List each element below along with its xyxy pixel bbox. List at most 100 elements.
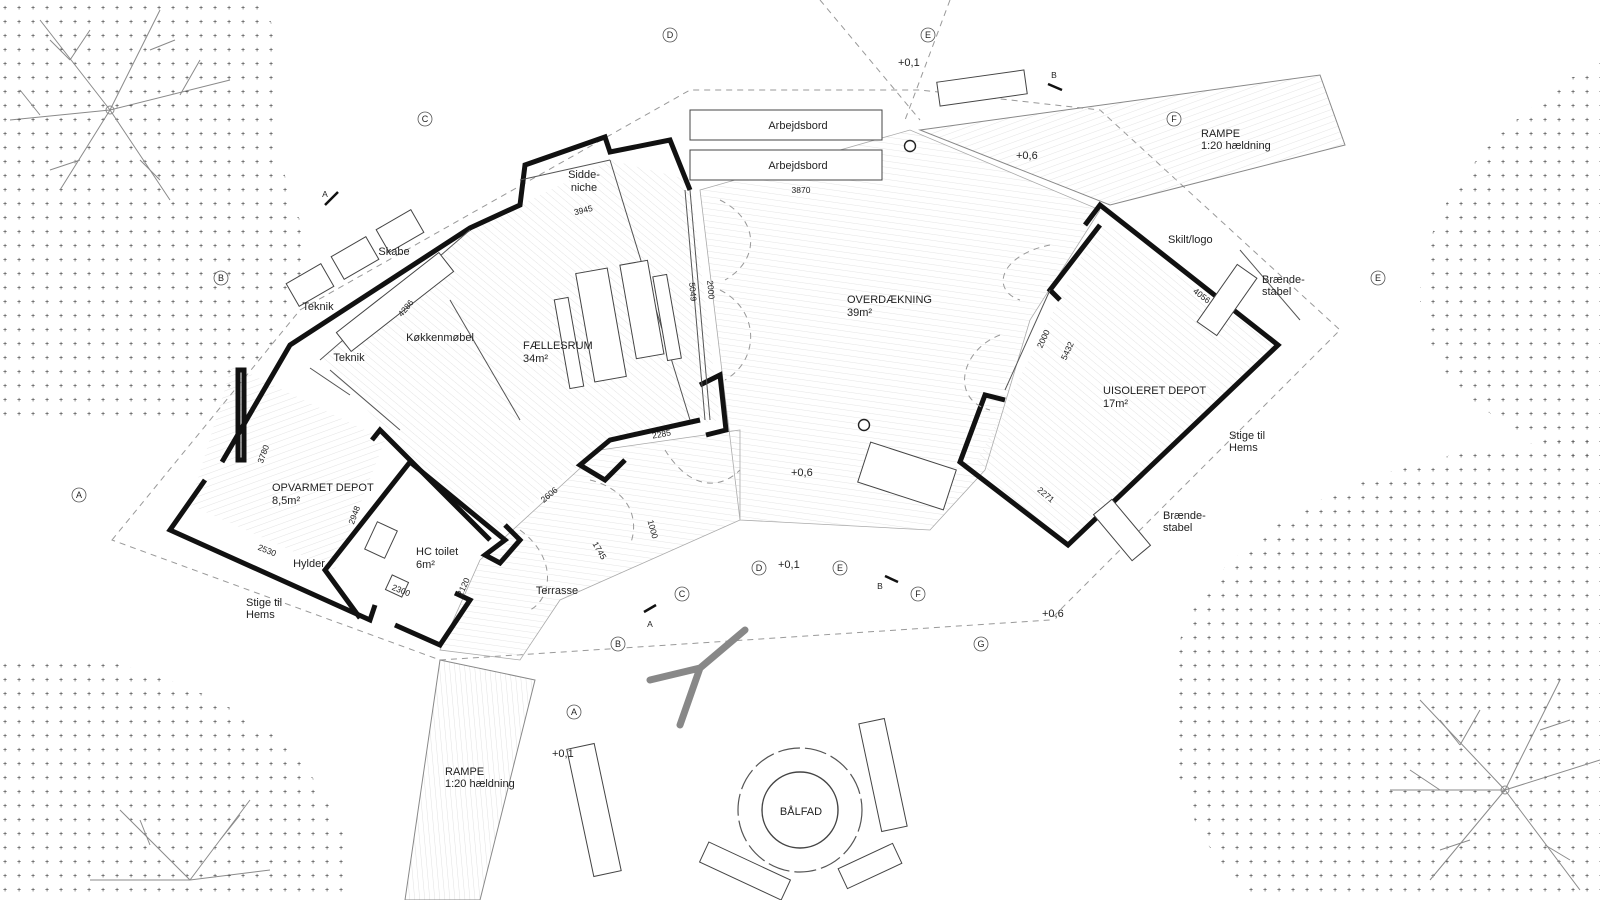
label-stige-hems-left-1: Stige til (246, 597, 282, 609)
svg-text:G: G (977, 639, 984, 649)
svg-text:E: E (1375, 273, 1381, 283)
svg-text:A: A (76, 490, 82, 500)
columns (857, 139, 917, 432)
fire-bench-3 (698, 841, 792, 900)
label-braende-1a: Brænde- (1262, 274, 1305, 286)
level-label-5: +0,6 (1042, 608, 1064, 620)
dim-2000-a: 2000 (705, 280, 717, 300)
tree-sw (90, 799, 271, 881)
walls (166, 133, 1282, 649)
dining-table-2 (619, 259, 665, 360)
label-overdaekning: OVERDÆKNING (847, 294, 932, 306)
grid-marker-d-1: D (662, 27, 678, 43)
label-stige-hems-right-1: Stige til (1229, 430, 1265, 442)
grid-marker-f-1: F (1166, 111, 1182, 127)
label-baalfad: BÅLFAD (780, 805, 822, 818)
dim-3870: 3870 (792, 185, 811, 195)
depot-floor (975, 220, 1275, 545)
cabinet-1 (285, 263, 335, 307)
svg-text:A: A (647, 619, 653, 629)
label-rampe-ne-slope: 1:20 hældning (1201, 140, 1271, 152)
bench-1 (553, 296, 585, 390)
grid-marker-f-2: F (910, 586, 926, 602)
label-hylder: Hylder (293, 558, 325, 570)
cabinet-3 (375, 209, 425, 253)
dim-1000: 1000 (646, 519, 661, 540)
svg-text:B: B (615, 639, 621, 649)
svg-text:B: B (1051, 70, 1057, 80)
grid-marker-c-1: C (417, 111, 433, 127)
grid-marker-b-2: B (610, 636, 626, 652)
level-label-4: +0,1 (778, 559, 800, 571)
level-label-6: +0,1 (552, 748, 574, 760)
cover-bench (857, 441, 957, 511)
grid-marker-b-1: B (213, 270, 229, 286)
label-terrasse: Terrasse (536, 585, 578, 597)
svg-text:A: A (322, 189, 328, 199)
grid-markers: A A B B C C D D E E E F F G (71, 27, 1386, 720)
section-marker-a-2: A (643, 603, 657, 629)
room-labels: Arbejdsbord Arbejdsbord Sidde- niche Ska… (246, 120, 1305, 818)
label-hc-toilet: HC toilet (416, 546, 458, 558)
tree-nw (9, 9, 231, 201)
grid-marker-a-1: A (71, 487, 87, 503)
svg-text:C: C (679, 589, 686, 599)
label-braende-2b: stabel (1163, 522, 1192, 534)
cabinet-2 (330, 236, 380, 280)
woodpile-1 (1196, 263, 1258, 337)
furniture (285, 69, 1258, 900)
svg-text:B: B (877, 581, 883, 591)
dim-2530: 2530 (256, 542, 278, 558)
dim-5049: 5049 (687, 282, 699, 302)
fire-bench-1 (566, 742, 622, 878)
kitchen-unit (335, 251, 455, 353)
section-marker-b-2: B (877, 574, 899, 591)
label-skabe: Skabe (378, 246, 409, 258)
woodpile-2 (1092, 498, 1152, 562)
tree-drawings (9, 9, 1600, 891)
label-faellesrum-area: 34m² (523, 353, 548, 365)
label-rampe-sw-slope: 1:20 hældning (445, 778, 515, 790)
level-label-3: +0,6 (791, 467, 813, 479)
label-koekkenmoebel: Køkkenmøbel (406, 332, 474, 344)
grid-marker-a-2: A (566, 704, 582, 720)
grid-marker-e-3: E (1370, 270, 1386, 286)
svg-text:B: B (218, 273, 224, 283)
label-teknik-1: Teknik (302, 301, 334, 313)
svg-text:A: A (571, 707, 577, 717)
label-arbejdsbord-2: Arbejdsbord (768, 160, 827, 172)
terrace-deck (439, 429, 741, 661)
dim-2285: 2285 (651, 427, 672, 440)
label-braende-1b: stabel (1262, 286, 1291, 298)
grid-marker-e-1: E (920, 27, 936, 43)
deck-surfaces (190, 129, 1275, 661)
label-rampe-sw: RAMPE (445, 766, 484, 778)
svg-text:E: E (925, 30, 931, 40)
label-stige-hems-right-2: Hems (1229, 442, 1258, 454)
ramp-south-west (404, 659, 536, 900)
label-siddeniche-1: Sidde- (568, 169, 600, 181)
ramps (404, 74, 1346, 900)
tree-se (1390, 679, 1600, 891)
fire-bench-4 (837, 842, 903, 890)
label-siddeniche-2: niche (571, 182, 597, 194)
toilet-fixture (364, 521, 398, 559)
grid-marker-c-2: C (674, 586, 690, 602)
sink (384, 574, 410, 598)
label-overdaekning-area: 39m² (847, 307, 872, 319)
section-marker-b-1: B (1047, 70, 1063, 92)
ramp-north-east (918, 74, 1346, 206)
section-markers: A A B B (322, 70, 1063, 629)
fire-pit (737, 747, 863, 873)
grid-marker-d-2: D (751, 560, 767, 576)
bench-ne (936, 69, 1028, 107)
label-arbejdsbord-1: Arbejdsbord (768, 120, 827, 132)
faellesrum-floor (320, 160, 720, 540)
label-uisoleret-area: 17m² (1103, 398, 1128, 410)
label-opvarmet: OPVARMET DEPOT (272, 482, 374, 494)
dim-3945: 3945 (573, 203, 594, 217)
label-teknik-2: Teknik (333, 352, 365, 364)
dining-table-1 (575, 267, 627, 383)
workbench-1 (689, 109, 883, 141)
